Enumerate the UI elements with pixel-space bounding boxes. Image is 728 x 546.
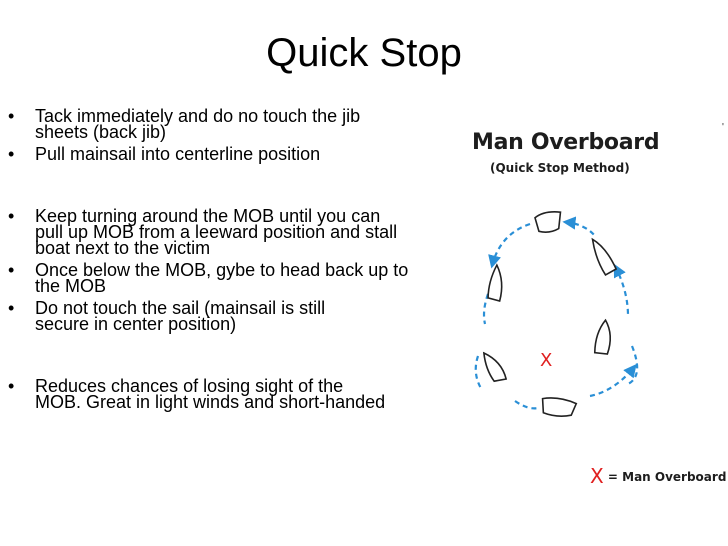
- path-segment: [474, 355, 483, 391]
- figure-title: Man Overboard: [472, 130, 660, 155]
- path-segment: [488, 222, 531, 269]
- path-segment: [589, 363, 637, 398]
- maneuver-path: X: [474, 211, 639, 417]
- bullet-dot: •: [8, 298, 15, 318]
- path-segment: [514, 400, 539, 410]
- path-segment: [562, 216, 596, 237]
- bullet-dot: •: [8, 206, 15, 226]
- bullet-text: Keep turning around the MOB until you ca…: [35, 206, 398, 258]
- bullet-item: • Once below the MOB, gybe to head back …: [0, 260, 415, 296]
- bullet-dot: •: [8, 106, 15, 126]
- bullet-dot: •: [8, 260, 15, 280]
- slide-title: Quick Stop: [266, 31, 462, 75]
- edge-mark: ': [722, 122, 724, 133]
- bullet-item: • Pull mainsail into centerline position: [0, 144, 420, 164]
- bullet-dot: •: [8, 376, 15, 396]
- bullet-text: Do not touch the sail (mainsail is still…: [35, 298, 326, 334]
- bullet-text: Reduces chances of losing sight of the M…: [35, 376, 386, 412]
- bullet-dot: •: [8, 144, 15, 164]
- bullet-text: Pull mainsail into centerline position: [35, 144, 321, 164]
- bullet-item: • Tack immediately and do no touch the j…: [0, 106, 405, 142]
- figure-subtitle: (Quick Stop Method): [490, 161, 630, 175]
- legend-text: = Man Overboard: [607, 470, 727, 484]
- path-segment: [613, 263, 630, 317]
- path-segment: [482, 293, 490, 325]
- bullet-item: • Keep turning around the MOB until you …: [0, 206, 405, 258]
- bullet-item: • Reduces chances of losing sight of the…: [0, 376, 390, 412]
- mob-x-marker: X: [540, 350, 552, 371]
- bullet-text: Tack immediately and do no touch the jib…: [35, 106, 361, 142]
- path-segment: [627, 345, 639, 385]
- bullet-list: • Tack immediately and do no touch the j…: [0, 106, 420, 412]
- boat-icon: [482, 211, 618, 417]
- mob-diagram: Man Overboard (Quick Stop Method) X X: [430, 116, 728, 498]
- legend: X = Man Overboard: [590, 464, 726, 488]
- legend-x-marker: X: [590, 464, 604, 488]
- bullet-text: Once below the MOB, gybe to head back up…: [35, 260, 409, 296]
- bullet-item: • Do not touch the sail (mainsail is sti…: [0, 298, 375, 334]
